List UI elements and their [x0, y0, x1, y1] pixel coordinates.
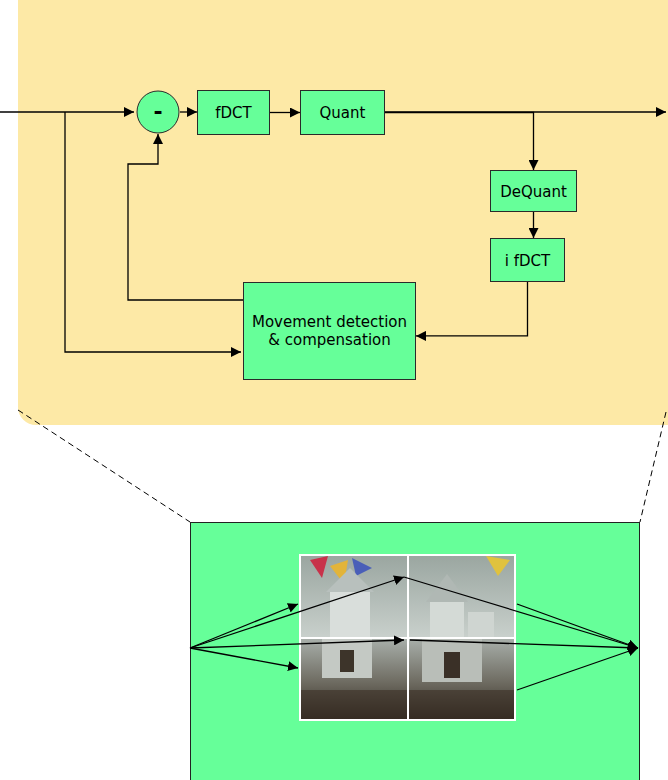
node-label: Movement detection & compensation: [250, 313, 409, 349]
node-label: i fDCT: [505, 252, 550, 270]
process-box: Movement detection & compensation: [243, 282, 416, 380]
process-box: fDCT: [197, 90, 270, 135]
input-line: [0, 111, 134, 112]
flow-arrow: [270, 112, 300, 113]
process-box: i fDCT: [490, 238, 565, 282]
castle-image: [300, 555, 515, 720]
flow-arrow: [416, 282, 528, 336]
subtract-circle: -: [136, 90, 180, 134]
node-label: Quant: [320, 104, 366, 122]
fan-arrows: [190, 577, 638, 690]
flow-arrow: [385, 113, 534, 171]
node-label: -: [153, 101, 162, 123]
flow-arrow: [180, 111, 197, 112]
process-box: DeQuant: [490, 170, 577, 212]
node-label: fDCT: [215, 104, 251, 122]
process-box: Quant: [300, 90, 385, 135]
zoom-line: [18, 410, 190, 522]
zoom-line: [640, 412, 666, 522]
flow-arrow: [128, 134, 243, 300]
node-label: DeQuant: [500, 183, 567, 201]
input-branch: [65, 112, 241, 352]
flow-arrow: [533, 212, 534, 238]
